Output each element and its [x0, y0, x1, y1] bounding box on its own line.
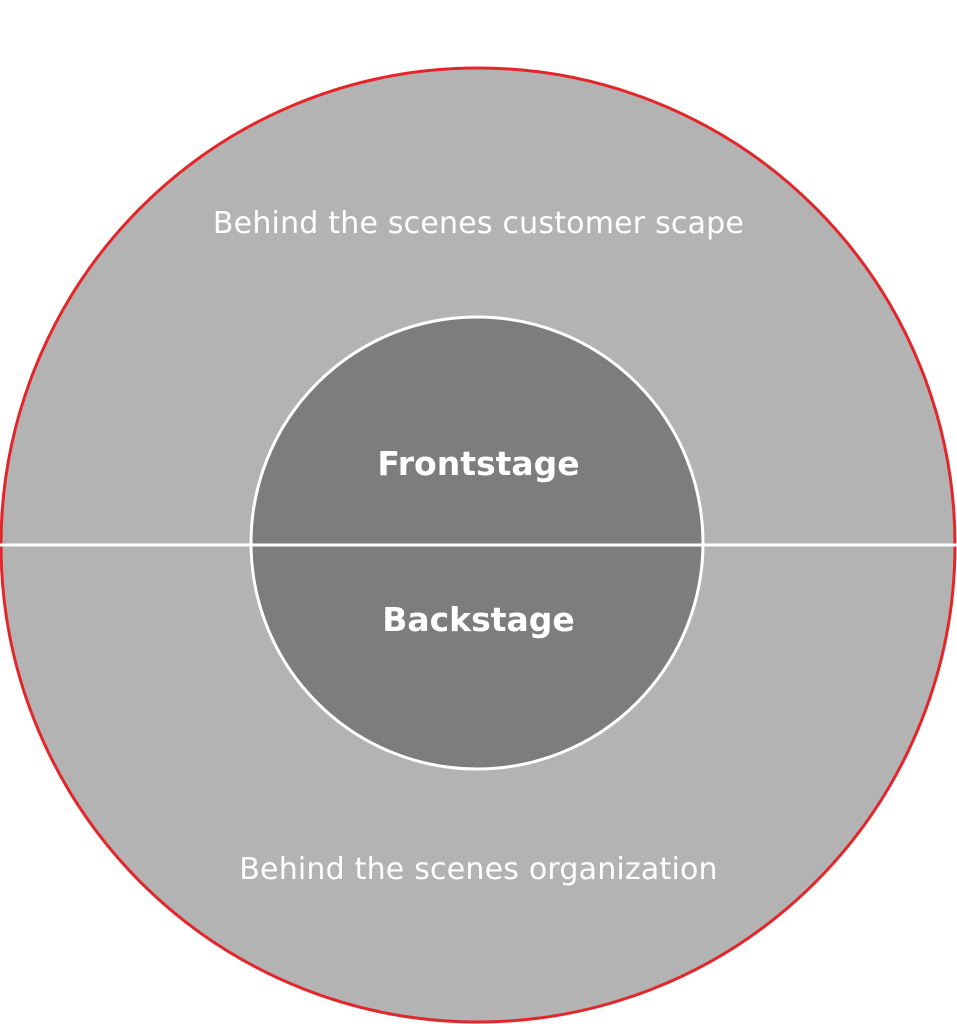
outer-top-label: Behind the scenes customer scape — [212, 206, 745, 241]
inner-circle — [249, 315, 705, 771]
outer-bottom-label: Behind the scenes organization — [239, 852, 718, 887]
backstage-label: Backstage — [382, 600, 575, 639]
frontstage-label: Frontstage — [377, 444, 580, 483]
